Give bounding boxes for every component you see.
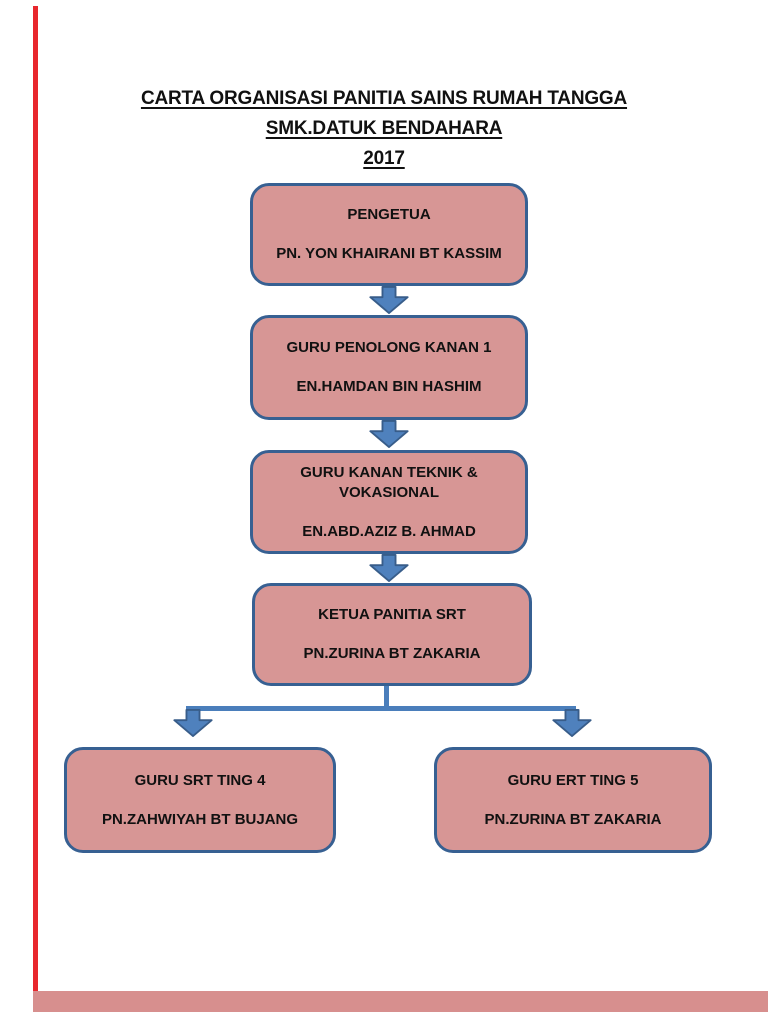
connector-vertical-stem	[384, 686, 389, 708]
down-arrow-icon	[369, 420, 409, 448]
down-arrow-icon	[369, 554, 409, 582]
page-title: CARTA ORGANISASI PANITIA SAINS RUMAH TAN…	[0, 84, 768, 174]
node-role: KETUA PANITIA SRT	[318, 606, 466, 623]
down-arrow-icon	[552, 709, 592, 737]
title-line-3: 2017	[0, 144, 768, 174]
left-page-edge-line	[33, 6, 38, 991]
node-person: PN.ZURINA BT ZAKARIA	[303, 645, 481, 662]
down-arrow-icon	[369, 286, 409, 314]
title-text-1: CARTA ORGANISASI PANITIA SAINS RUMAH TAN…	[140, 88, 628, 109]
node-person: PN.ZURINA BT ZAKARIA	[484, 810, 662, 828]
org-node-guru-penolong-kanan-1: GURU PENOLONG KANAN 1 EN.HAMDAN BIN HASH…	[250, 315, 528, 420]
connector-horizontal-line	[186, 706, 576, 711]
title-text-3: 2017	[363, 148, 405, 169]
down-arrow-icon	[173, 709, 213, 737]
org-node-ketua-panitia-srt: KETUA PANITIA SRT PN.ZURINA BT ZAKARIA	[252, 583, 532, 686]
node-role: GURU KANAN TEKNIK & VOKASIONAL	[300, 463, 478, 501]
node-person: EN.ABD.AZIZ B. AHMAD	[302, 522, 476, 540]
node-role: GURU ERT TING 5	[507, 771, 639, 789]
org-node-pengetua: PENGETUA PN. YON KHAIRANI BT KASSIM	[250, 183, 528, 286]
node-role: GURU SRT TING 4	[134, 771, 266, 789]
title-text-2: SMK.DATUK BENDAHARA	[265, 118, 503, 139]
node-person: PN. YON KHAIRANI BT KASSIM	[276, 245, 502, 262]
node-role: GURU PENOLONG KANAN 1	[286, 339, 492, 356]
node-person: EN.HAMDAN BIN HASHIM	[296, 378, 482, 395]
org-node-guru-srt-ting-4: GURU SRT TING 4 PN.ZAHWIYAH BT BUJANG	[64, 747, 336, 853]
title-line-2: SMK.DATUK BENDAHARA	[0, 114, 768, 144]
node-person: PN.ZAHWIYAH BT BUJANG	[101, 810, 299, 828]
org-node-guru-kanan-teknik-vokasional: GURU KANAN TEKNIK & VOKASIONAL EN.ABD.AZ…	[250, 450, 528, 554]
title-line-1: CARTA ORGANISASI PANITIA SAINS RUMAH TAN…	[0, 84, 768, 114]
node-role: PENGETUA	[347, 206, 431, 223]
next-page-preview-strip	[33, 991, 768, 1012]
org-node-guru-ert-ting-5: GURU ERT TING 5 PN.ZURINA BT ZAKARIA	[434, 747, 712, 853]
